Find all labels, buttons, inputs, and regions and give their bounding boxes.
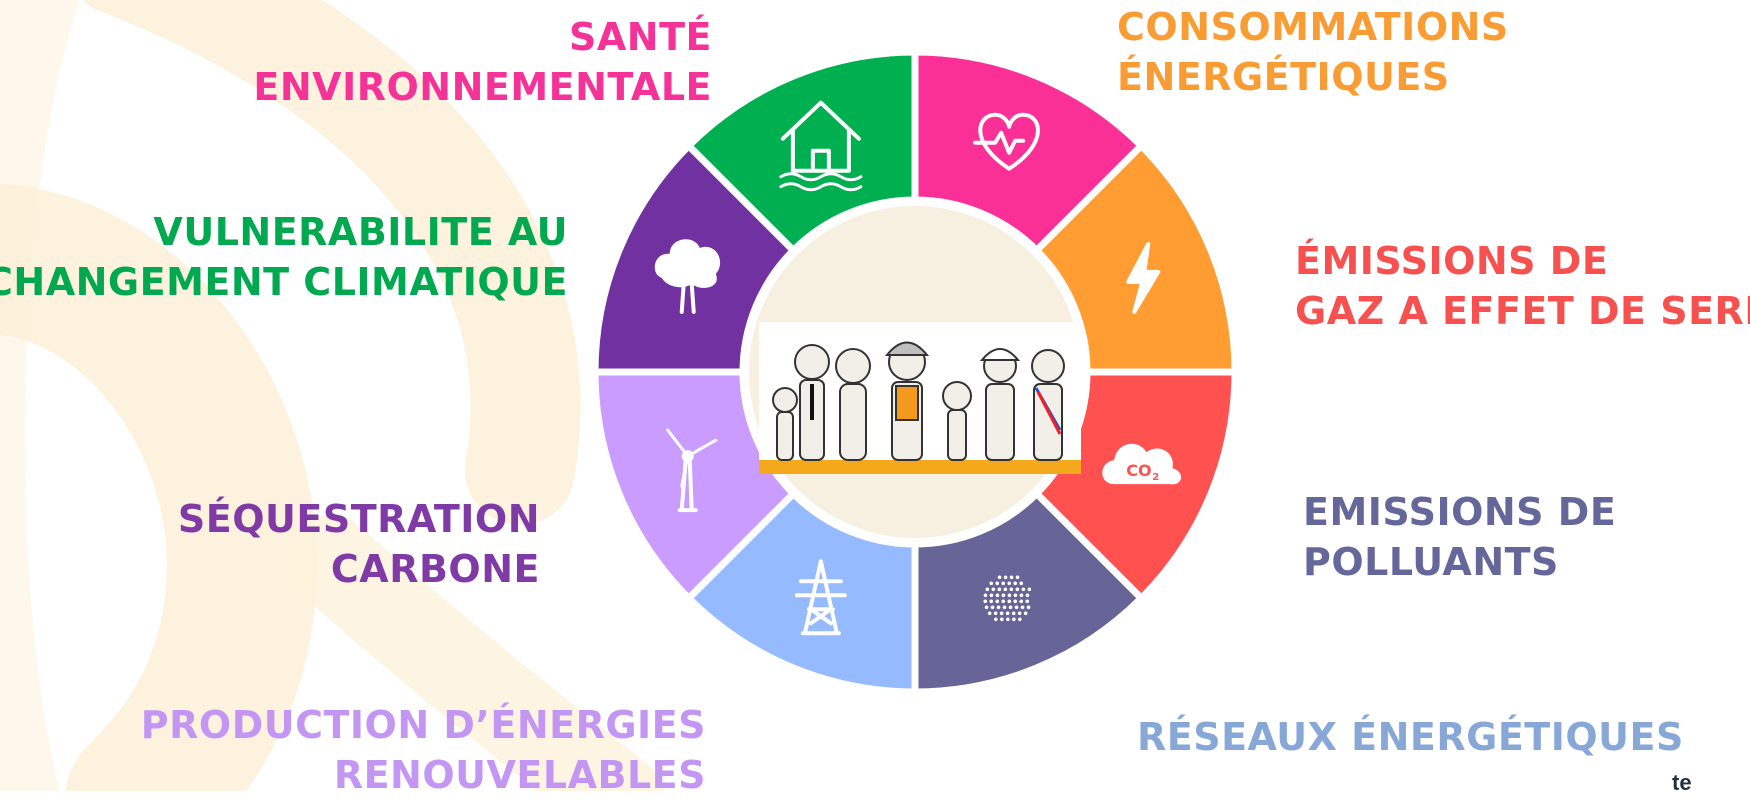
wind-turbine-icon bbox=[666, 428, 718, 513]
label-consommations-line1: CONSOMMATIONS bbox=[1117, 5, 1509, 49]
svg-text:2: 2 bbox=[1152, 472, 1159, 483]
label-polluants-line2: POLLUANTS bbox=[1303, 540, 1559, 584]
label-polluants-line1: EMISSIONS DE bbox=[1303, 490, 1617, 534]
label-reseaux-line1: RÉSEAUX ÉNERGÉTIQUES bbox=[1137, 715, 1684, 759]
logo-text: te bbox=[1672, 770, 1692, 795]
people-illustration bbox=[759, 322, 1081, 474]
label-sequestration: SÉQUESTRATION CARBONE bbox=[178, 494, 540, 594]
label-ges-line1: ÉMISSIONS DE bbox=[1295, 239, 1609, 283]
flooded-house-icon bbox=[779, 100, 863, 192]
label-production-line1: PRODUCTION D’ÉNERGIES bbox=[140, 703, 706, 747]
heartbeat-icon bbox=[973, 112, 1040, 171]
label-consommations: CONSOMMATIONS ÉNERGÉTIQUES bbox=[1117, 2, 1509, 102]
brand-logo: te bbox=[1672, 770, 1692, 796]
label-sante-line2: ENVIRONNEMENTALE bbox=[253, 65, 712, 109]
label-sequestration-line2: CARBONE bbox=[330, 547, 540, 591]
label-ges-line2: GAZ A EFFET DE SERRE bbox=[1295, 289, 1750, 333]
power-pylon-icon bbox=[794, 559, 847, 636]
label-consommations-line2: ÉNERGÉTIQUES bbox=[1117, 55, 1450, 99]
label-sequestration-line1: SÉQUESTRATION bbox=[177, 497, 540, 541]
label-ges: ÉMISSIONS DE GAZ A EFFET DE SERRE bbox=[1295, 236, 1750, 336]
label-vulnerabilite-line1: VULNERABILITE AU bbox=[153, 210, 568, 254]
svg-text:CO: CO bbox=[1126, 461, 1151, 480]
label-polluants: EMISSIONS DE POLLUANTS bbox=[1303, 487, 1616, 587]
label-vulnerabilite-line2: CHANGEMENT CLIMATIQUE bbox=[0, 260, 568, 304]
label-production: PRODUCTION D’ÉNERGIES RENOUVELABLES bbox=[141, 700, 706, 800]
label-sante: SANTÉ ENVIRONNEMENTALE bbox=[253, 12, 712, 112]
lightning-bolt-icon bbox=[1126, 241, 1161, 314]
label-production-line2: RENOUVELABLES bbox=[333, 753, 706, 797]
label-reseaux: RÉSEAUX ÉNERGÉTIQUES bbox=[1137, 712, 1684, 762]
label-vulnerabilite: VULNERABILITE AU CHANGEMENT CLIMATIQUE bbox=[0, 207, 568, 307]
label-sante-line1: SANTÉ bbox=[569, 15, 712, 59]
particles-icon bbox=[983, 575, 1032, 622]
tree-icon bbox=[654, 239, 721, 314]
